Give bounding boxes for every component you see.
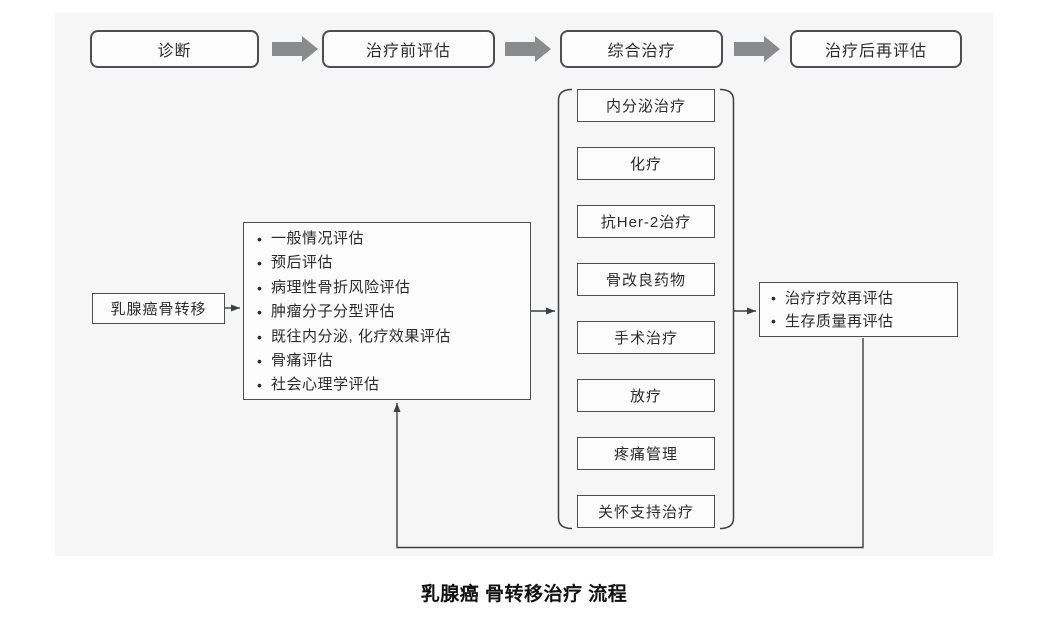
figure-caption: 乳腺癌 骨转移治疗 流程 [420,584,628,605]
treatment-box-chemotherapy: 化疗 [577,147,715,180]
treatment-box-radiotherapy: 放疗 [577,379,715,412]
source-box-bone-metastasis: 乳腺癌骨转移 [92,293,225,324]
assessment-item: 一般情况评估 [256,227,524,252]
assessment-list: 一般情况评估 预后评估 病理性骨折风险评估 肿瘤分子分型评估 既往内分泌, 化疗… [256,227,524,398]
assessment-item: 病理性骨折风险评估 [256,276,524,301]
flow-step-posttreatment-reevaluation: 治疗后再评估 [790,30,962,68]
reassessment-list: 治疗疗效再评估 生存质量再评估 [770,287,951,333]
reassessment-list-box: 治疗疗效再评估 生存质量再评估 [759,282,958,337]
flow-step-pretreatment-evaluation: 治疗前评估 [322,30,495,68]
treatment-box-bone-modifying-drugs: 骨改良药物 [577,263,715,296]
flow-step-diagnosis: 诊断 [90,30,259,68]
reassessment-item: 生存质量再评估 [770,310,951,333]
assessment-item: 社会心理学评估 [256,373,524,398]
assessment-item: 骨痛评估 [256,349,524,374]
reassessment-item: 治疗疗效再评估 [770,287,951,310]
flow-step-comprehensive-treatment: 综合治疗 [560,30,723,68]
treatment-box-endocrine: 内分泌治疗 [577,89,715,122]
treatment-column: 内分泌治疗 化疗 抗Her-2治疗 骨改良药物 手术治疗 放疗 疼痛管理 关怀支… [577,89,715,528]
treatment-box-anti-her2: 抗Her-2治疗 [577,205,715,238]
assessment-item: 肿瘤分子分型评估 [256,300,524,325]
treatment-box-pain-management: 疼痛管理 [577,437,715,470]
assessment-item: 预后评估 [256,251,524,276]
treatment-box-supportive-care: 关怀支持治疗 [577,495,715,528]
treatment-box-surgery: 手术治疗 [577,321,715,354]
assessment-item: 既往内分泌, 化疗效果评估 [256,325,524,350]
assessment-list-box: 一般情况评估 预后评估 病理性骨折风险评估 肿瘤分子分型评估 既往内分泌, 化疗… [243,222,531,400]
